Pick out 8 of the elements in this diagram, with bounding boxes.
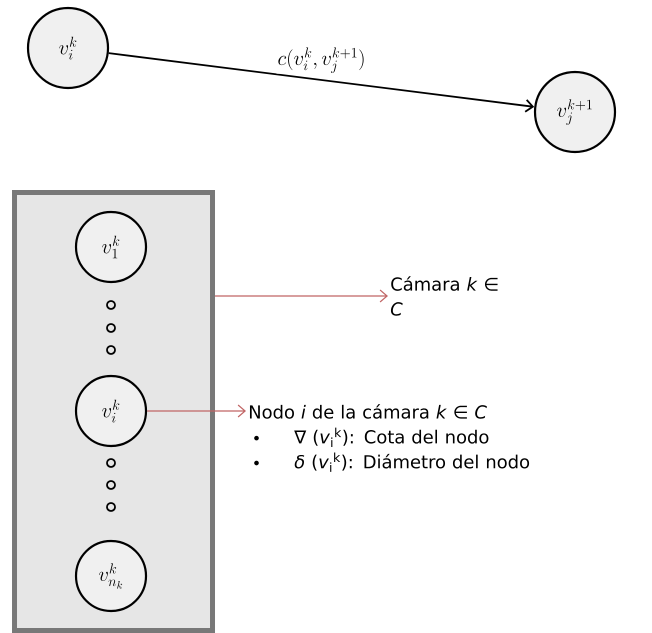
heading: Nodo i de la cámara k ∈ C	[250, 404, 487, 419]
bullet-item: ∇ (v$_{i}$$^{k}$): Cota del nodo	[254, 428, 488, 447]
edge-label: $c(v_i^k, v_j^{k+1})$	[278, 47, 364, 73]
arrow	[147, 404, 246, 418]
text-label: Cámara k ∈ C	[390, 276, 498, 316]
arrow	[108, 52, 534, 112]
arrow	[215, 290, 388, 302]
bullet-item: δ (v$_{i}$$^{k}$): Diámetro del nodo	[254, 452, 530, 472]
